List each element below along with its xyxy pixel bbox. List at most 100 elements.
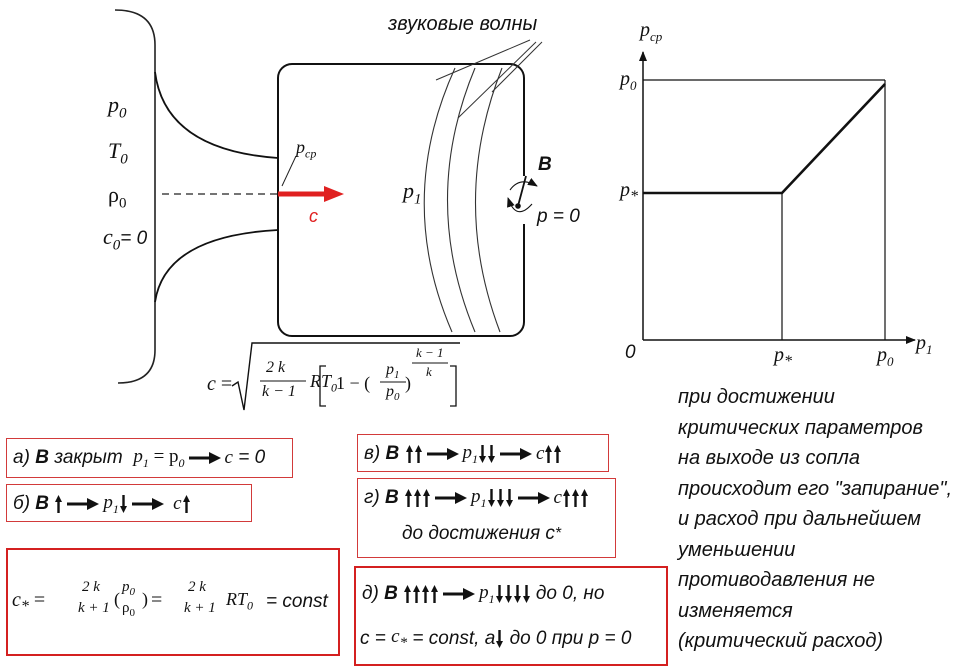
down-arrow-icon (505, 489, 513, 508)
up-arrow-icon (422, 585, 430, 604)
case-a-box: а) B закрыт p1 = p0 c = 0 (6, 438, 293, 478)
up-arrow-icon (545, 445, 553, 464)
case-g-box: г) B p1 c до достижения c* (357, 478, 616, 558)
right-arrow-icon (435, 492, 467, 505)
right-arrow-icon (443, 588, 476, 601)
nozzle-upper-wall (154, 71, 279, 159)
velocity-label: c (309, 206, 318, 226)
plot-curve (643, 83, 886, 195)
velocity-arrow-head (324, 186, 344, 202)
inlet-p0: p0 (108, 92, 127, 122)
case-d-row: д) B p1 до 0, но (362, 582, 605, 606)
formula-c-one-minus: 1 − ( (336, 373, 371, 393)
sound-wave-2 (447, 67, 476, 333)
right-arrow-icon (426, 448, 459, 461)
up-arrow-icon (580, 489, 588, 508)
plot-origin: 0 (625, 342, 636, 363)
case-a-row: а) B закрыт p1 = p0 c = 0 (13, 446, 266, 470)
up-arrow-icon (562, 489, 570, 508)
case-v-box: в) B p1 c (357, 434, 609, 472)
case-b-box: б) B p1 c (6, 484, 252, 522)
case-b-row: б) B p1 c (13, 492, 191, 517)
outlet-pressure-label: pср (296, 137, 317, 161)
outlet-zero-pressure: p = 0 (537, 206, 580, 227)
valve-rotation-arc (509, 177, 538, 191)
up-arrow-icon (414, 445, 422, 464)
plot-x-tick-pstar: p* (774, 344, 792, 370)
plot-x-axis-label: p1 (916, 332, 933, 357)
up-arrow-icon (554, 445, 562, 464)
critical-eq: = (151, 589, 163, 611)
critical-den-1: k + 1 (78, 600, 110, 616)
note-line: происходит его "запирание", (678, 477, 953, 500)
right-arrow-icon (188, 452, 221, 465)
plot-x-tick-p0: p0 (877, 344, 894, 369)
critical-lhs: c* = (12, 589, 46, 615)
down-arrow-icon (496, 489, 504, 508)
case-d-line2: c = c* = const, a до 0 при p = 0 (360, 626, 632, 651)
up-arrow-icon (405, 445, 413, 464)
plot-y-tick-pstar: p* (620, 179, 638, 205)
formula-c-RT0: RT0 (310, 371, 338, 395)
down-arrow-icon (119, 495, 127, 514)
up-arrow-icon (182, 495, 190, 514)
note-line: (критический расход) (678, 630, 884, 652)
inlet-T0: T0 (108, 138, 128, 168)
sound-wave-3 (474, 67, 503, 333)
critical-open-paren: ( (114, 589, 120, 609)
down-arrow-icon (504, 585, 512, 604)
down-arrow-icon (487, 489, 495, 508)
up-arrow-icon (55, 495, 63, 514)
note-line: уменьшении (678, 538, 796, 561)
plot-y-axis-label: pср (640, 19, 663, 44)
down-arrow-icon (488, 445, 496, 464)
formula-c-frac-num: p1 (386, 361, 400, 382)
up-arrow-icon (413, 585, 421, 604)
formula-c-num: 2 k (266, 359, 286, 376)
case-g-line2: до достижения c* (402, 523, 562, 544)
up-arrow-icon (423, 489, 430, 508)
note-line: критических параметров (678, 416, 923, 439)
critical-frac-num: p0 (122, 579, 135, 598)
inlet-c0: c0= 0 (103, 224, 148, 254)
down-arrow-icon (522, 585, 530, 604)
right-arrow-icon (131, 498, 164, 511)
plot-y-tick-p0: p0 (620, 68, 637, 93)
formula-c-radical (231, 342, 460, 411)
critical-RT0: RT0 (226, 589, 254, 613)
critical-num-1: 2 k (82, 579, 100, 595)
case-d-box: д) B p1 до 0, но c = c* = const, a до 0 … (354, 566, 668, 666)
up-arrow-icon (405, 489, 412, 508)
formula-c-den: k − 1 (262, 383, 296, 400)
chamber-pressure-label: p1 (403, 178, 422, 208)
valve-stem (517, 175, 527, 207)
up-arrow-icon (404, 585, 412, 604)
down-arrow-icon (513, 585, 521, 604)
note-line: на выходе из сопла (678, 447, 860, 469)
note-line: противодавления не (678, 569, 876, 591)
note-line: при достижении (678, 386, 835, 408)
inlet-rho0: ρ0 (108, 182, 127, 212)
critical-num-2: 2 k (188, 579, 206, 595)
up-arrow-icon (414, 489, 421, 508)
critical-den-2: k + 1 (184, 600, 216, 616)
chamber-outline (277, 63, 525, 337)
formula-c-exp-den: k (426, 364, 432, 379)
valve-label: B (538, 154, 552, 175)
down-arrow-icon (495, 585, 503, 604)
formula-c-close-paren: ) (405, 373, 411, 393)
critical-const: = const (266, 591, 328, 612)
right-arrow-icon (500, 448, 533, 461)
sound-waves-label: звуковые волны (388, 13, 538, 35)
right-arrow-icon (517, 492, 550, 505)
explanatory-note: при достижении критических параметров на… (678, 382, 952, 657)
down-arrow-icon (496, 629, 504, 648)
critical-close-paren: ) (142, 589, 148, 609)
formula-c-lhs: c = (207, 373, 233, 395)
note-line: изменяется (678, 599, 793, 622)
case-g-row: г) B p1 c (364, 486, 589, 511)
inlet-brace (114, 9, 156, 384)
note-line: и расход при дальнейшем (678, 508, 922, 530)
